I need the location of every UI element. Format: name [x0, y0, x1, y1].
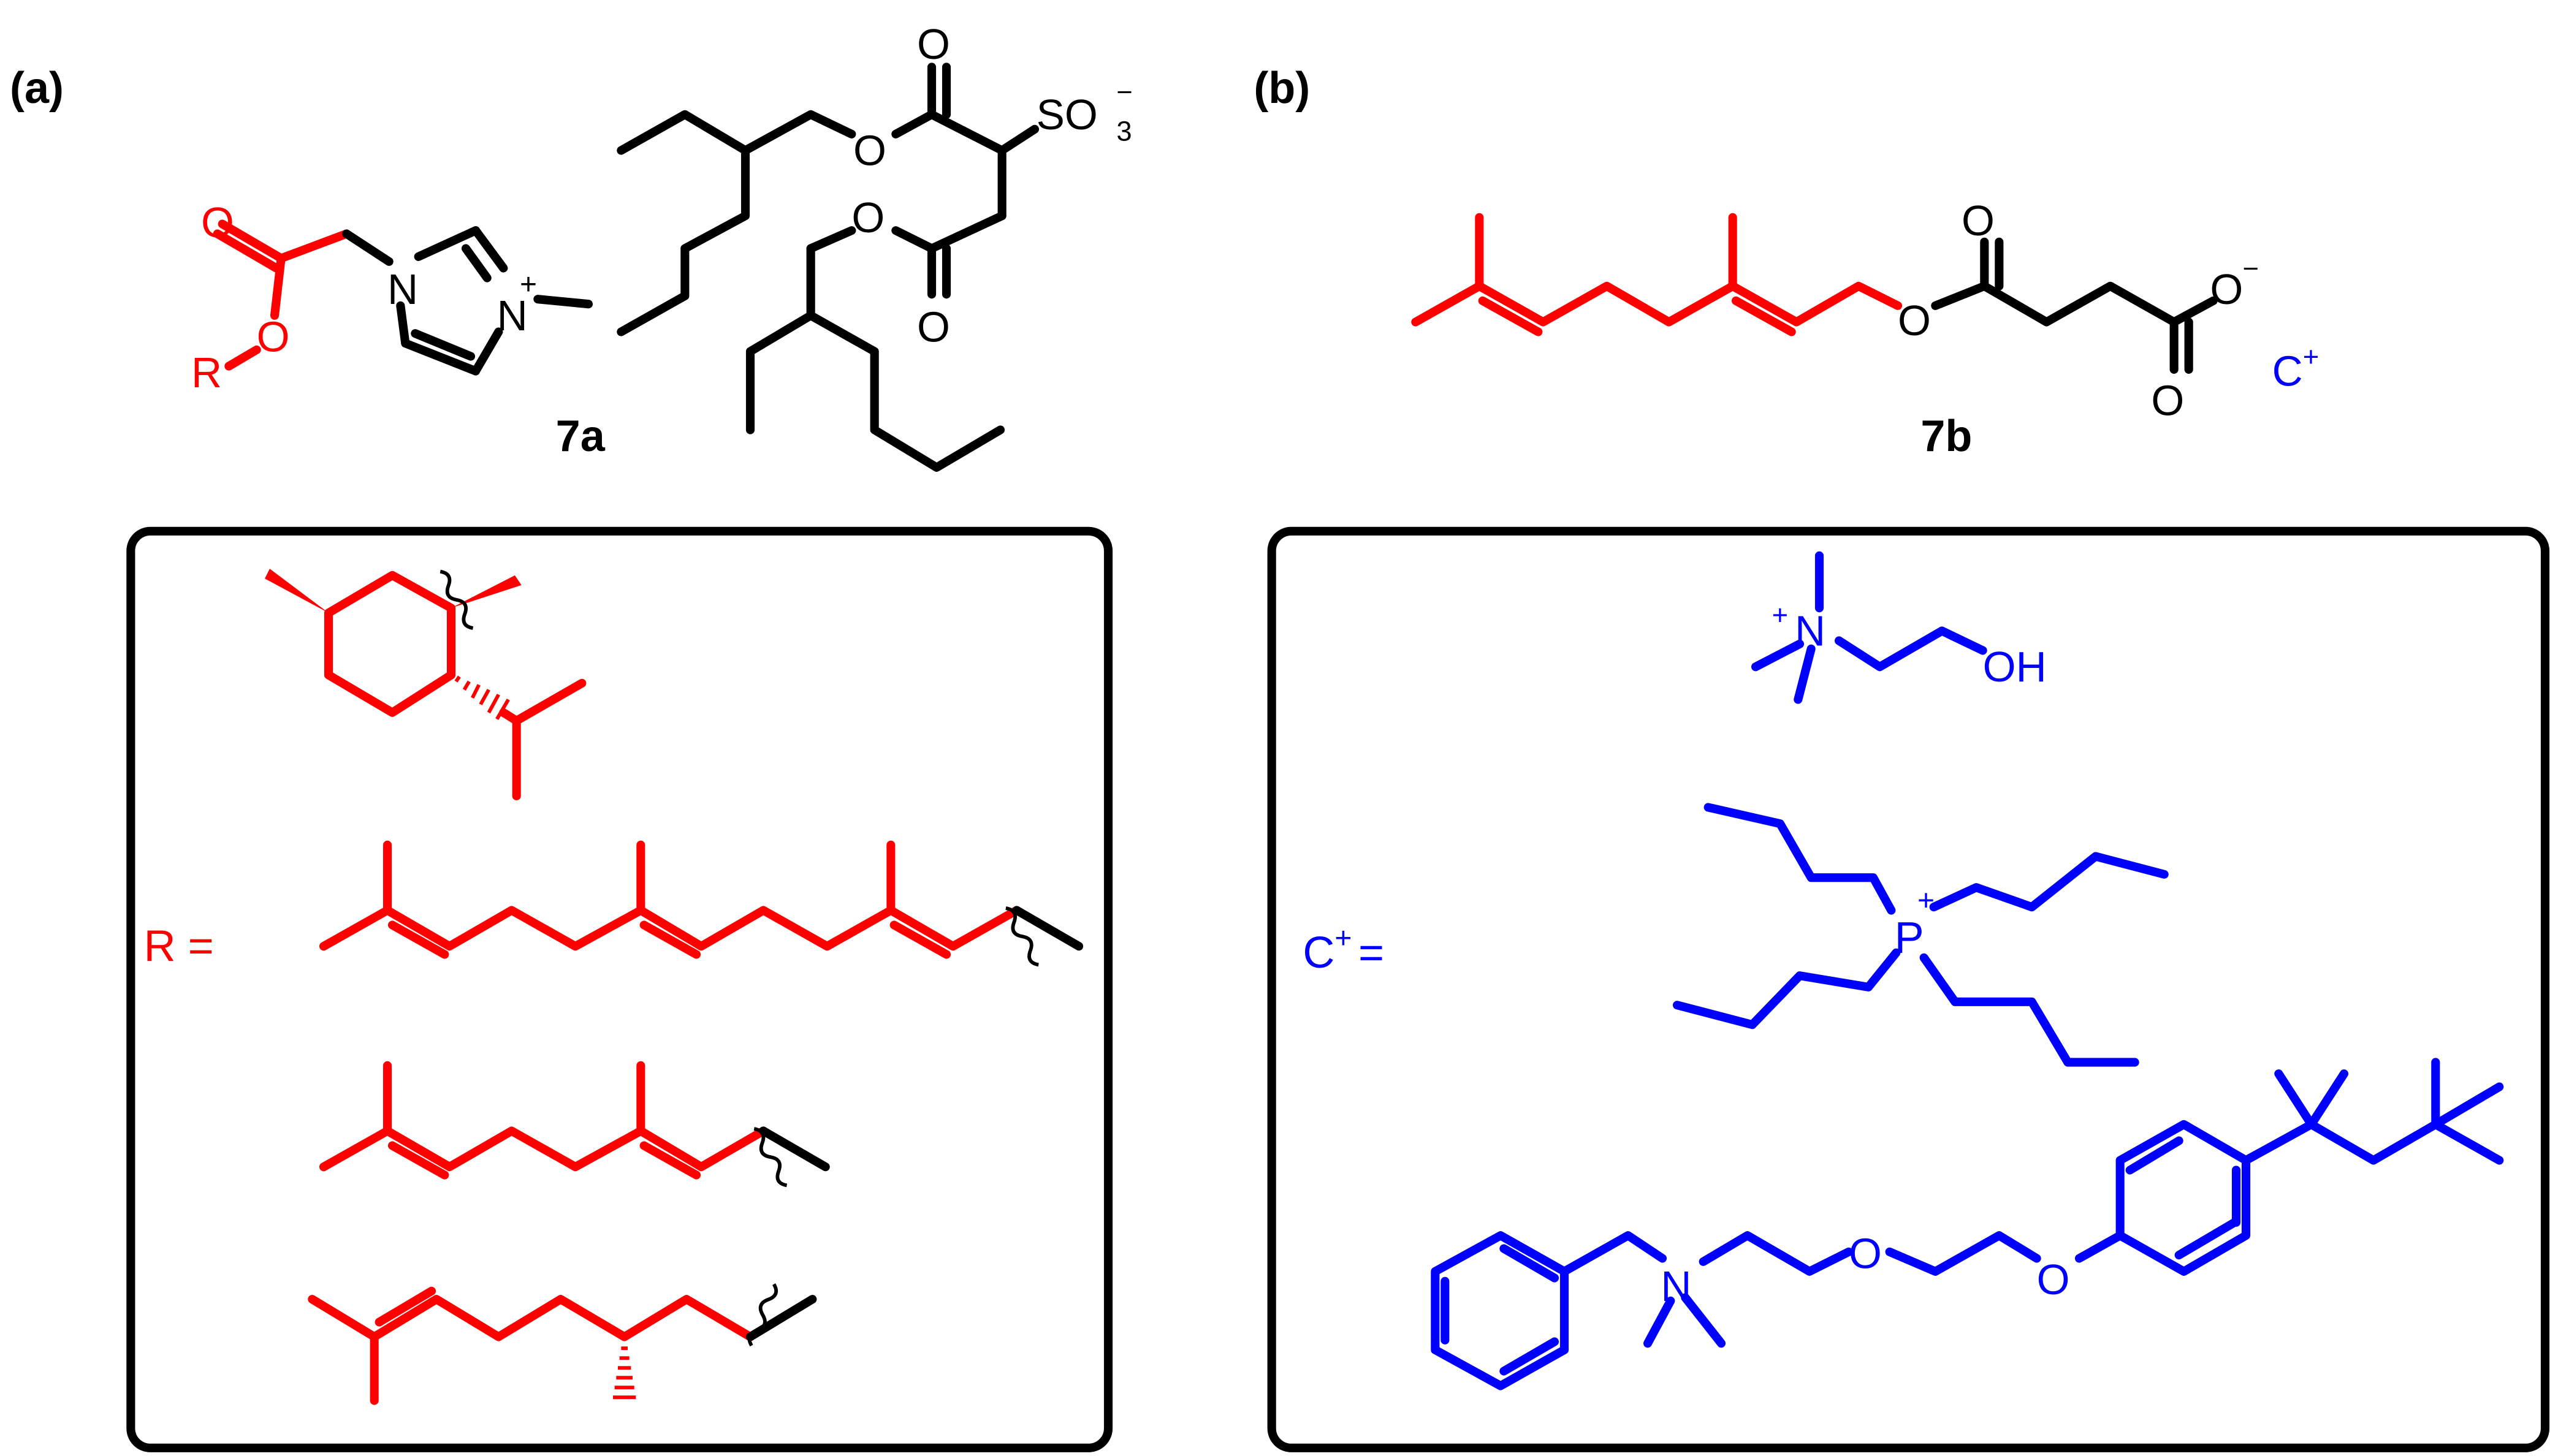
- cation-equals-letter: C: [1303, 928, 1334, 977]
- ether-oxygen-1: O: [1849, 1230, 1882, 1278]
- geranyl-fragment-7b: [1411, 213, 1903, 336]
- choline-hydroxyl: OH: [1983, 643, 2047, 691]
- r-group-atom: R: [191, 349, 222, 396]
- phosphonium-charge: +: [1917, 885, 1935, 917]
- citronellyl-substituent: [308, 1283, 817, 1405]
- compound-7b-label: 7b: [1920, 412, 1972, 461]
- ester-oxygen-7b: O: [1898, 297, 1931, 344]
- choline-cation: N + OH: [1751, 551, 2047, 704]
- cation-equals-charge: +: [1334, 922, 1352, 955]
- r-group-box: [126, 526, 1113, 1452]
- tetrabutylphosphonium-cation: P +: [1672, 803, 2169, 1067]
- panel-a-label: (a): [10, 64, 64, 113]
- carbonyl-oxygen-7b: O: [1962, 197, 1995, 245]
- counter-cation-symbol: C+: [2272, 341, 2320, 395]
- citronellyl-attachment-point: [747, 1283, 778, 1347]
- menthyl-substituent: [265, 569, 587, 800]
- ester-oxygen-7a: O: [257, 313, 290, 361]
- imidazolium-n3: N: [497, 292, 528, 339]
- sulfonate-carbonyl-oxygen-top: O: [917, 20, 950, 68]
- panel-b-label: (b): [1254, 64, 1310, 113]
- sulfonate-charge: −: [1116, 77, 1132, 108]
- sulfonate-group: SO: [1037, 91, 1098, 138]
- citronellyl-hashed-bond: [613, 1346, 636, 1400]
- carboxylate-oxygen-bottom-7b: O: [2151, 377, 2184, 425]
- sulfonate-ester-oxygen-1: O: [853, 127, 886, 175]
- farnesyl-attachment-point: [1005, 906, 1039, 967]
- carboxylate-oxygen-7b: O: [2210, 265, 2243, 313]
- ester-fragment-7a: O O R: [191, 199, 351, 396]
- geranyl-substituent: [319, 1061, 830, 1188]
- cation-box: [1267, 526, 2550, 1452]
- sulfonate-subscript: 3: [1116, 116, 1132, 147]
- benzethonium-nitrogen: N: [1661, 1262, 1691, 1310]
- benzethonium-cation: N O O: [1431, 1058, 2504, 1390]
- geranyl-attachment-point: [753, 1127, 788, 1188]
- choline-charge: +: [1772, 599, 1788, 631]
- imidazolium-n1: N: [387, 265, 418, 313]
- menthyl-attachment-point: [440, 569, 474, 630]
- phosphonium-phosphorus: P: [1895, 914, 1924, 963]
- menthyl-wedge-attach: [451, 575, 522, 609]
- cation-equals-label: C+=: [1303, 922, 1384, 977]
- ether-oxygen-2: O: [2037, 1256, 2070, 1303]
- cation-equals-sign: =: [1358, 928, 1384, 977]
- sulfonate-carbonyl-oxygen-bottom: O: [917, 303, 950, 351]
- sulfonate-ester-oxygen-2: O: [851, 194, 885, 241]
- sulfosuccinate-anion: O O O O SO 3 −: [617, 20, 1133, 472]
- farnesyl-substituent: [319, 840, 1084, 967]
- choline-nitrogen: N: [1795, 607, 1825, 655]
- menthyl-wedge-methyl: [265, 569, 329, 613]
- carbonyl-oxygen-7a: O: [201, 199, 234, 246]
- carboxylate-charge-7b: −: [2243, 253, 2259, 284]
- imidazolium-ring: N N +: [342, 226, 593, 376]
- counter-cation-charge: +: [2303, 341, 2319, 373]
- compound-7a-label: 7a: [556, 412, 606, 461]
- r-group-equals-label: R =: [144, 922, 214, 971]
- counter-cation-letter: C: [2272, 347, 2303, 395]
- succinate-core-7b: O O O − O: [1898, 197, 2259, 424]
- imidazolium-charge: +: [520, 268, 537, 301]
